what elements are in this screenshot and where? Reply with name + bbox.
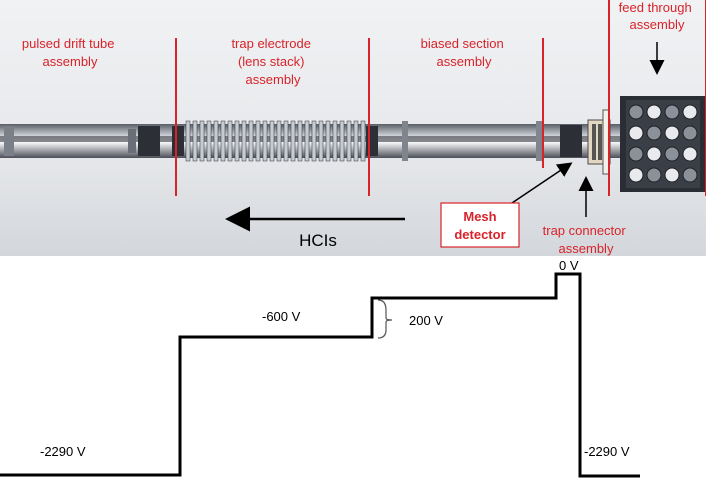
lens-electrode — [269, 120, 275, 162]
lens-electrode — [213, 120, 219, 162]
label-feed-through: feed through assembly — [619, 0, 696, 32]
lens-electrode — [255, 120, 261, 162]
svg-text:Mesh: Mesh — [463, 209, 496, 224]
lens-electrode — [248, 120, 254, 162]
lens-electrode — [220, 120, 226, 162]
potential-profile — [0, 272, 640, 478]
lens-electrode — [234, 120, 240, 162]
lens-electrode — [339, 120, 345, 162]
lens-electrode — [262, 120, 268, 162]
feed-connector — [646, 146, 662, 162]
label-trap-connector: trap connector assembly — [543, 223, 630, 256]
feed-connector — [682, 125, 698, 141]
voltage-peak: 0 V — [559, 258, 579, 273]
lens-electrode — [185, 120, 191, 162]
voltage-right-floor: -2290 V — [584, 444, 630, 459]
feed-through-block — [620, 96, 706, 192]
lens-electrode — [192, 120, 198, 162]
label-trap-electrode: trap electrode (lens stack) assembly — [231, 36, 314, 87]
feed-connector — [682, 104, 698, 120]
lens-electrode — [325, 120, 331, 162]
lens-electrode — [304, 120, 310, 162]
feed-connector — [628, 104, 644, 120]
voltage-step-delta: 200 V — [409, 313, 443, 328]
feed-connector — [646, 125, 662, 141]
feed-connector — [628, 146, 644, 162]
lens-electrode — [332, 120, 338, 162]
feed-connector — [664, 146, 680, 162]
lens-electrode — [353, 120, 359, 162]
step-brace — [377, 299, 393, 339]
section-dividers — [175, 0, 706, 196]
lens-electrode — [283, 120, 289, 162]
beamline — [0, 96, 706, 192]
mesh-detector-box: Mesh detector — [440, 202, 520, 248]
lens-electrode — [346, 120, 352, 162]
lens-electrode — [360, 120, 366, 162]
trap-connector — [587, 109, 611, 175]
mesh-detector-arrow — [508, 162, 573, 206]
lens-electrode — [199, 120, 205, 162]
label-biased-section: biased section assembly — [421, 36, 508, 69]
lens-electrode — [227, 120, 233, 162]
feed-connector — [664, 104, 680, 120]
svg-text:detector: detector — [454, 227, 505, 242]
feed-connector — [664, 167, 680, 183]
lens-electrode — [297, 120, 303, 162]
lens-electrode — [290, 120, 296, 162]
voltage-left-floor: -2290 V — [40, 444, 86, 459]
feed-connector — [646, 104, 662, 120]
lens-stack — [185, 120, 366, 162]
drift-tube-flange — [138, 126, 160, 156]
lens-electrode — [206, 120, 212, 162]
feed-connector — [682, 146, 698, 162]
feed-connector — [682, 167, 698, 183]
label-pulsed-drift-tube: pulsed drift tube assembly — [22, 36, 118, 69]
feed-connector — [664, 125, 680, 141]
lens-electrode — [276, 120, 282, 162]
feed-connector — [628, 125, 644, 141]
lens-electrode — [311, 120, 317, 162]
feed-connector — [646, 167, 662, 183]
lens-electrode — [318, 120, 324, 162]
hcis-label: HCIs — [299, 231, 337, 250]
feed-connector — [628, 167, 644, 183]
lens-electrode — [241, 120, 247, 162]
voltage-step-mid: -600 V — [262, 309, 301, 324]
